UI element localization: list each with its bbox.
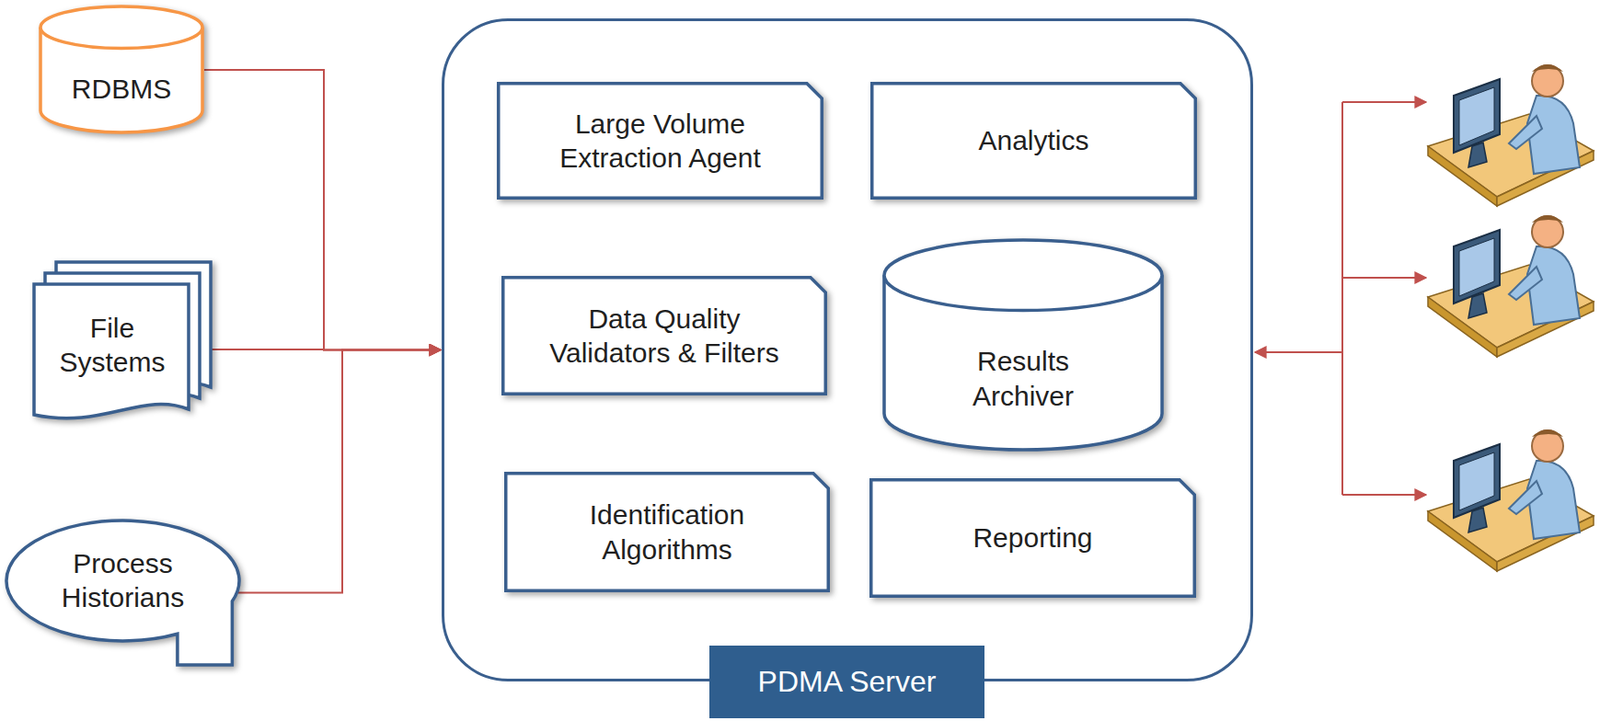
client-bus [1341, 102, 1344, 495]
node-label: Large Volume Extraction Agent [522, 106, 799, 176]
archive-cylinder-outline [882, 239, 1164, 452]
component-box: Reporting [869, 478, 1197, 599]
text-area: Analytics [870, 81, 1198, 200]
user-icon [1427, 64, 1594, 207]
component-box-outline [501, 276, 828, 396]
component-box: Data Quality Validators & Filters [501, 276, 828, 396]
node-label: Data Quality Validators & Filters [526, 301, 803, 371]
node-label: Identification Algorithms [529, 497, 806, 567]
box-outline [503, 277, 827, 395]
client-connector [1254, 351, 1343, 354]
text-area: Results Archiver [882, 239, 1164, 452]
text-area: Process Historians [3, 517, 242, 668]
document-stack: File Systems [32, 260, 213, 421]
text-area: RDBMS [38, 5, 205, 135]
component-box: Analytics [870, 81, 1198, 200]
speech-bubble: Process Historians [3, 517, 242, 668]
text-area: Data Quality Validators & Filters [501, 276, 828, 396]
text-area: File Systems [32, 260, 213, 421]
client-connector [1342, 276, 1427, 279]
component-box-outline [504, 471, 830, 593]
document-page [34, 284, 189, 419]
component-box: Identification Algorithms [504, 471, 830, 593]
node-label: Results Archiver [931, 344, 1116, 414]
user-icon [1427, 215, 1594, 357]
text-area: Large Volume Extraction Agent [496, 81, 824, 200]
component-box-outline [496, 81, 824, 200]
bubble-outline [6, 520, 240, 666]
client-connector [1342, 101, 1427, 104]
text-area: Reporting [869, 478, 1197, 599]
component-box: Large Volume Extraction Agent [496, 81, 824, 200]
user-icon [1427, 429, 1594, 572]
archive-cylinder: Results Archiver [882, 239, 1164, 452]
cylinder-top [40, 6, 203, 49]
database-cylinder-outline [38, 5, 205, 135]
node-label: RDBMS [71, 71, 172, 107]
server-container: PDMA ServerLarge Volume Extraction Agent… [441, 18, 1254, 682]
cylinder-top [884, 240, 1163, 311]
data-connector [238, 350, 441, 594]
data-connector [204, 69, 441, 351]
node-label: Process Historians [45, 546, 202, 616]
client-connector [1342, 494, 1427, 496]
box-outline [498, 83, 823, 199]
box-outline [872, 83, 1197, 199]
node-label: Reporting [972, 520, 1093, 556]
database-cylinder: RDBMS [38, 5, 205, 135]
node-label: File Systems [43, 310, 182, 380]
box-outline [506, 473, 829, 592]
box-outline [871, 480, 1196, 598]
node-label: Analytics [978, 123, 1089, 159]
server-label: PDMA Server [709, 645, 985, 719]
text-area: Identification Algorithms [504, 471, 830, 593]
